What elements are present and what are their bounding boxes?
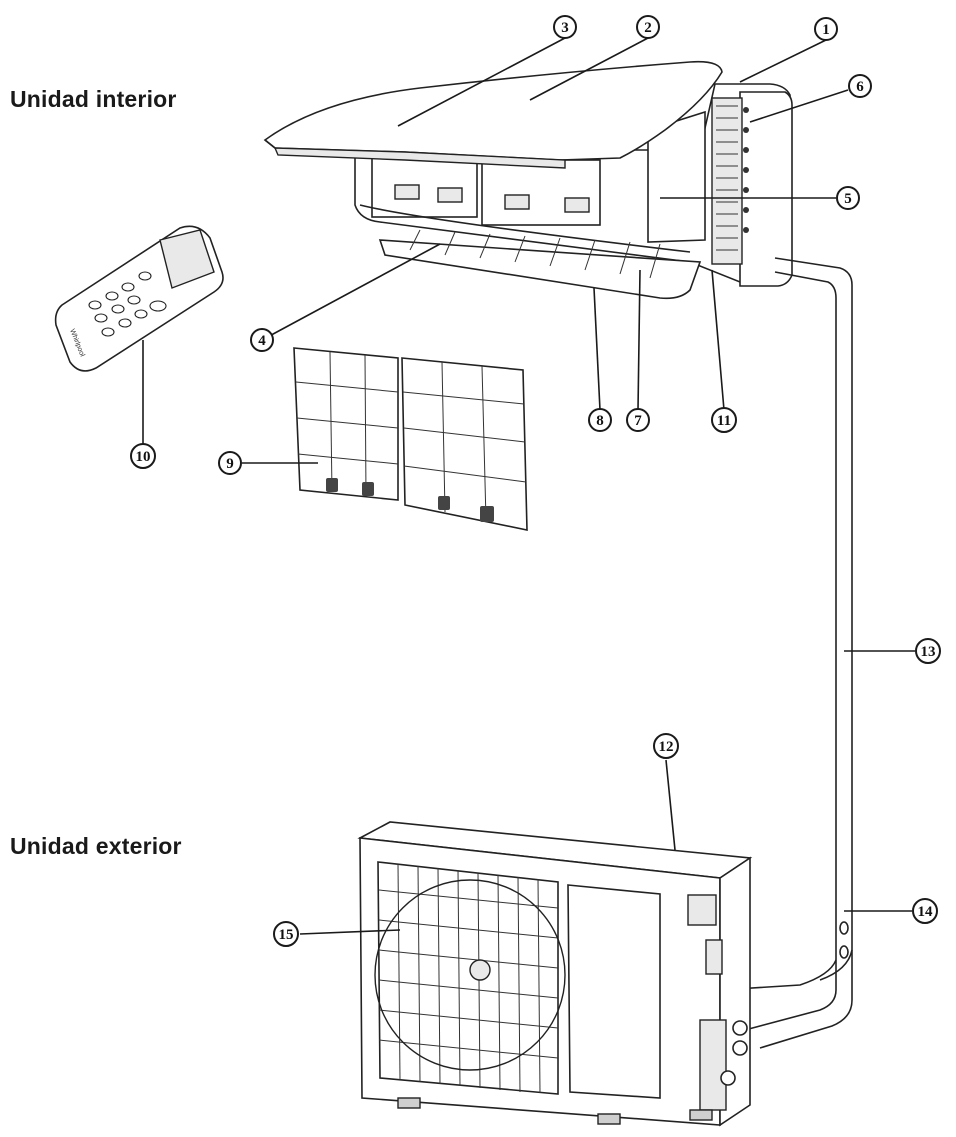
outdoor-unit-heading: Unidad exterior: [10, 833, 182, 859]
callout-4: 4: [250, 328, 274, 352]
callout-15: 15: [273, 921, 299, 947]
callout-3-label: 3: [561, 20, 569, 36]
display-panel: [647, 110, 706, 243]
callout-1-label: 1: [822, 22, 830, 38]
refrigerant-piping: [699, 257, 853, 1049]
front-panel: [263, 60, 723, 161]
outdoor-unit-illustration: [357, 821, 753, 1127]
remote-control: [54, 225, 224, 372]
callout-2: 2: [636, 15, 660, 39]
callout-6: 6: [848, 74, 872, 98]
callout-10: 10: [130, 443, 156, 469]
indoor-unit-illustration: [263, 60, 793, 300]
callout-1: 1: [814, 17, 838, 41]
remote-display: [159, 229, 215, 289]
callout-9: 9: [218, 451, 242, 475]
inner-filter-frames: [371, 154, 601, 226]
callout-13-label: 13: [921, 644, 936, 660]
terminal-block: [711, 97, 749, 265]
callout-14: 14: [912, 898, 938, 924]
callout-5: 5: [836, 186, 860, 210]
callout-11: 11: [711, 407, 737, 433]
callout-6-label: 6: [856, 79, 864, 95]
callout-14-label: 14: [918, 904, 934, 920]
leader-lines: [142, 37, 915, 935]
side-panel: [567, 884, 661, 1099]
callout-7: 7: [626, 408, 650, 432]
fan-grille: [377, 861, 559, 1095]
callout-10-label: 10: [136, 449, 151, 465]
callout-8: 8: [588, 408, 612, 432]
indoor-unit-heading: Unidad interior: [10, 86, 177, 112]
callout-2-label: 2: [644, 20, 652, 36]
louver: [378, 239, 702, 300]
callout-4-label: 4: [258, 333, 266, 349]
callout-8-label: 8: [596, 413, 604, 429]
callout-13: 13: [915, 638, 941, 664]
air-filter: [293, 347, 528, 531]
callout-12-label: 12: [659, 739, 674, 755]
callout-9-label: 9: [226, 456, 234, 472]
callout-3: 3: [553, 15, 577, 39]
callout-5-label: 5: [844, 191, 852, 207]
callout-15-label: 15: [279, 927, 294, 943]
callout-11-label: 11: [717, 413, 731, 429]
callout-7-label: 7: [634, 413, 642, 429]
callout-12: 12: [653, 733, 679, 759]
